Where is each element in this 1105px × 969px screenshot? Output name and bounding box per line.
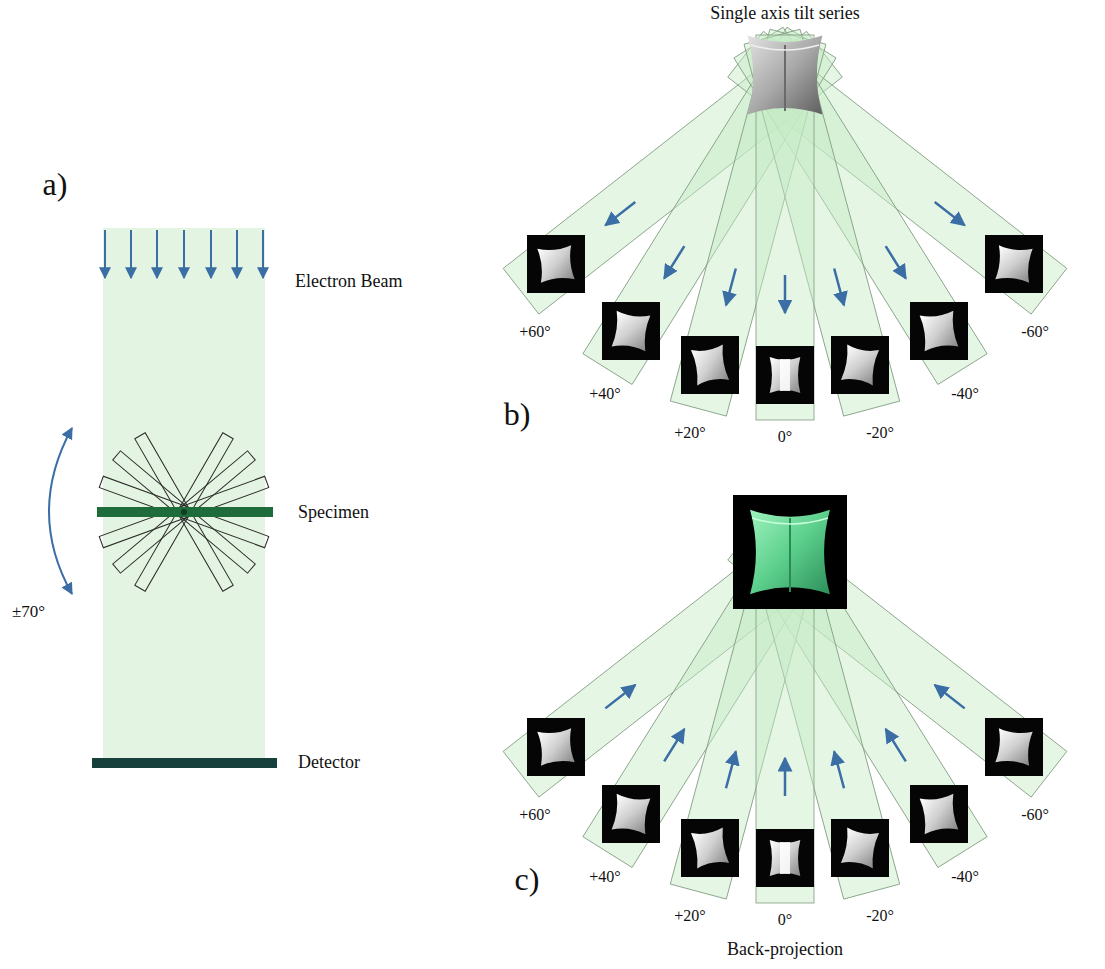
beam-label: Electron Beam bbox=[295, 272, 402, 292]
panel-label: b) bbox=[504, 397, 531, 432]
angle-label: 0° bbox=[778, 911, 792, 929]
projection-bands bbox=[503, 27, 1067, 420]
angle-label: -20° bbox=[866, 424, 894, 442]
tilt-range-label: ±70° bbox=[12, 603, 45, 622]
angle-label: -60° bbox=[1021, 806, 1049, 824]
angle-label: +60° bbox=[519, 806, 550, 824]
angle-label: +60° bbox=[519, 323, 550, 341]
backprojection-images bbox=[527, 718, 1043, 887]
angle-label: 0° bbox=[778, 428, 792, 446]
backprojection-bands bbox=[503, 510, 1067, 903]
panel-label: c) bbox=[515, 862, 540, 897]
projection-arrows bbox=[605, 202, 964, 313]
backprojection-arrows bbox=[605, 685, 964, 796]
angle-label: -40° bbox=[951, 385, 979, 403]
panel-heading: Back-projection bbox=[727, 940, 843, 960]
specimen-bar bbox=[97, 507, 273, 517]
beam-arrows bbox=[105, 230, 263, 278]
specimen-label: Specimen bbox=[298, 503, 369, 523]
detector-label: Detector bbox=[298, 753, 360, 773]
tilt-axis bbox=[181, 509, 187, 515]
detector-bar bbox=[92, 758, 277, 768]
angle-label: +20° bbox=[674, 424, 705, 442]
panel-heading: Single axis tilt series bbox=[710, 4, 859, 24]
angle-label: +40° bbox=[589, 385, 620, 403]
panel-label: a) bbox=[43, 167, 68, 202]
beam-region bbox=[103, 228, 265, 762]
reconstruction bbox=[733, 495, 847, 609]
tilt-range-arrow bbox=[49, 428, 72, 594]
angle-label: +20° bbox=[674, 907, 705, 925]
angle-label: -40° bbox=[951, 868, 979, 886]
angle-label: -20° bbox=[866, 907, 894, 925]
angle-label: +40° bbox=[589, 868, 620, 886]
specimen-object bbox=[748, 35, 823, 114]
projection-images bbox=[527, 235, 1043, 404]
angle-label: -60° bbox=[1021, 323, 1049, 341]
